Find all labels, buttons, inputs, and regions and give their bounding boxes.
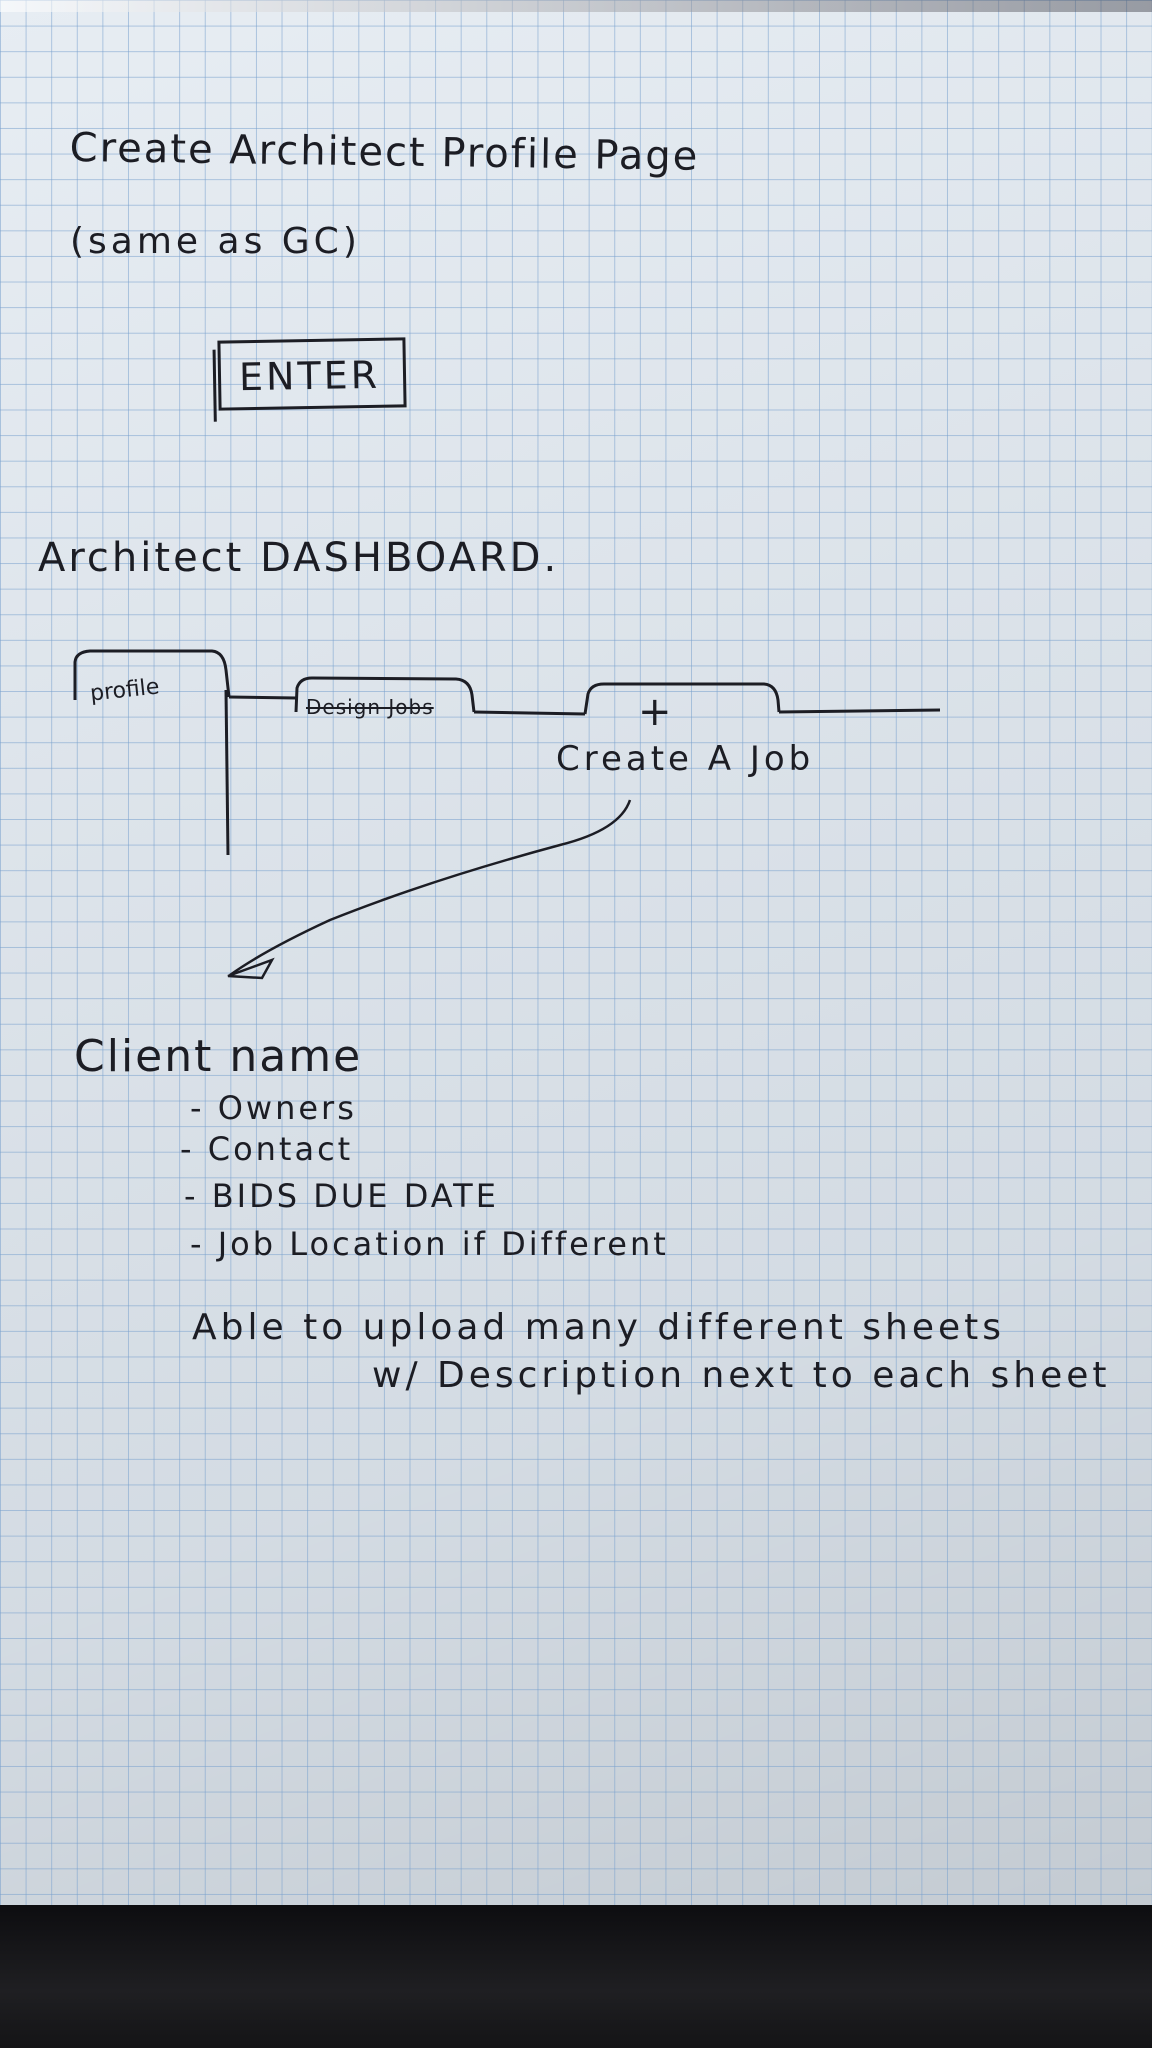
page-subtitle: (same as GC): [70, 221, 361, 262]
desk-surface: [0, 1905, 1152, 2048]
client-name-label: Client name: [74, 1031, 363, 1082]
tab-design-jobs[interactable]: Design Jobs: [306, 695, 434, 719]
tab-design-outline: [294, 676, 476, 713]
paper-top-edge: [0, 0, 1152, 12]
upload-note-line-1: Able to upload many different sheets: [192, 1307, 1006, 1348]
upload-note-line-2: w/ Description next to each sheet: [372, 1355, 1111, 1396]
tab-create-job[interactable]: Create A Job: [556, 739, 815, 779]
tab-profile-outline: [73, 649, 231, 700]
graph-paper-sheet: Create Architect Profile Page (same as G…: [0, 0, 1152, 1905]
dashboard-title: Architect DASHBOARD.: [38, 535, 560, 581]
tab-bar-sketch: [73, 649, 941, 980]
flow-arrow-line: [229, 799, 632, 977]
field-bids-due-date: - BIDS DUE DATE: [184, 1177, 499, 1215]
tab-baseline-2: [473, 710, 586, 716]
profile-panel-edge: [224, 689, 230, 856]
plus-icon[interactable]: +: [638, 689, 672, 735]
tab-baseline-1: [228, 695, 297, 700]
tab-create-outline: [583, 682, 781, 715]
flow-arrow-head: [227, 957, 275, 980]
field-job-location: - Job Location if Different: [190, 1225, 669, 1263]
field-owners: - Owners: [190, 1089, 357, 1127]
tab-baseline-3: [778, 708, 941, 714]
field-contact: - Contact: [180, 1130, 354, 1168]
